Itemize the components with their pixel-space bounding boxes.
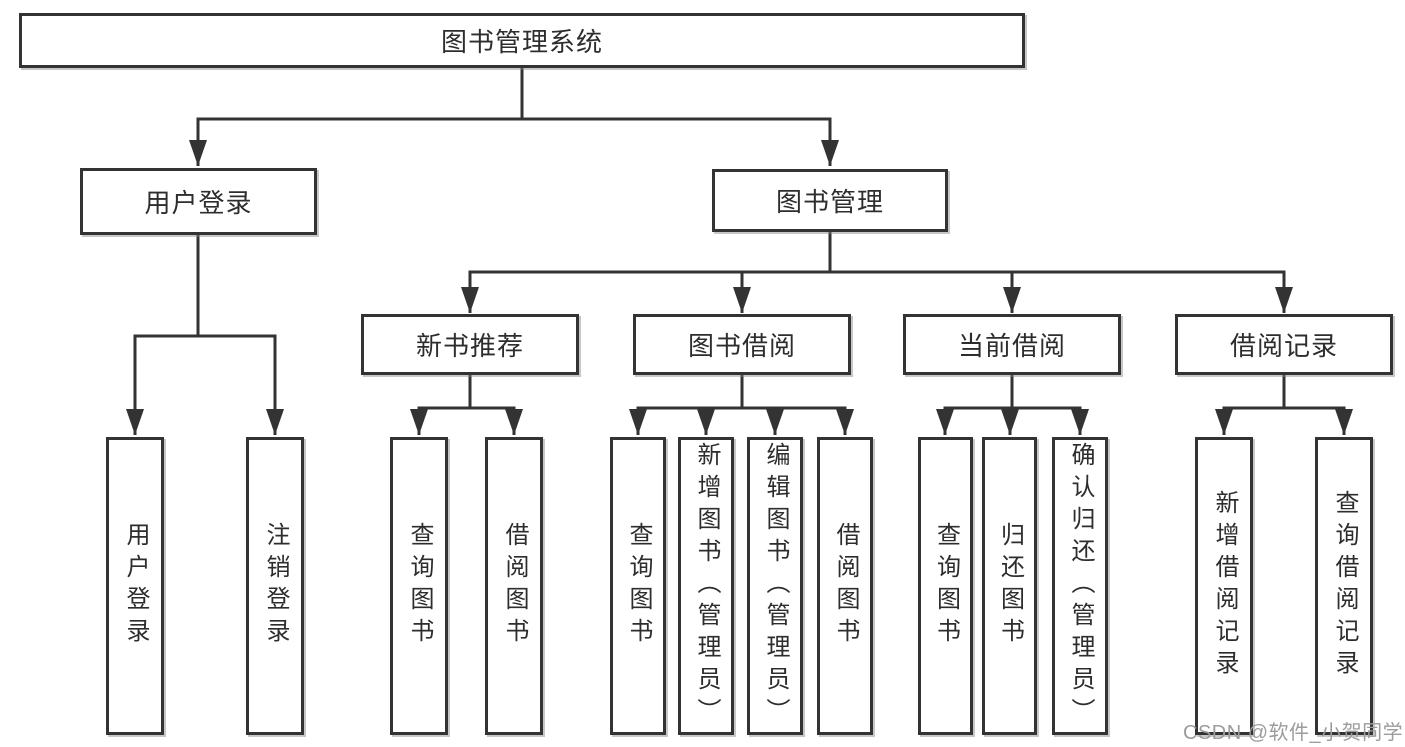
leaf-query-books-current: 查询图书 (918, 437, 973, 735)
node-book-management: 图书管理 (712, 169, 948, 232)
leaf-borrow-books: 借阅图书 (817, 437, 873, 735)
leaf-logout: 注销登录 (246, 437, 304, 735)
node-new-book-recommend: 新书推荐 (361, 314, 579, 375)
node-book-borrow-label: 图书借阅 (687, 331, 796, 361)
leaf-query-books-borrow-label: 查询图书 (625, 522, 652, 650)
leaf-user-login-label: 用户登录 (122, 522, 149, 650)
leaf-query-books-current-label: 查询图书 (932, 522, 960, 650)
leaf-add-borrow-record-label: 新增借阅记录 (1211, 490, 1238, 682)
leaf-return-books-label: 归还图书 (996, 522, 1024, 650)
leaf-confirm-return-admin: 确认归还（管理员） (1052, 437, 1108, 735)
leaf-add-borrow-record: 新增借阅记录 (1195, 437, 1253, 735)
leaf-add-books-admin: 新增图书（管理员） (678, 437, 734, 735)
watermark-text: CSDN @软件_小贺同学 (1183, 722, 1404, 744)
node-borrow-records-label: 借阅记录 (1229, 331, 1338, 361)
node-book-management-label: 图书管理 (775, 187, 884, 217)
leaf-user-login: 用户登录 (106, 437, 164, 735)
leaf-query-books-recommend-label: 查询图书 (406, 522, 433, 650)
leaf-edit-books-admin-label: 编辑图书（管理员） (762, 442, 789, 730)
leaf-borrow-books-label: 借阅图书 (832, 522, 859, 650)
node-borrow-records: 借阅记录 (1175, 314, 1393, 375)
leaf-query-books-recommend: 查询图书 (390, 437, 448, 735)
leaf-borrow-books-recommend: 借阅图书 (485, 437, 543, 735)
leaf-query-books-borrow: 查询图书 (610, 437, 666, 735)
node-current-borrow: 当前借阅 (903, 314, 1121, 375)
node-user-login-label: 用户登录 (144, 188, 253, 218)
leaf-confirm-return-admin-label: 确认归还（管理员） (1067, 442, 1094, 730)
node-user-login: 用户登录 (80, 168, 317, 235)
leaf-return-books: 归还图书 (982, 437, 1037, 735)
leaf-edit-books-admin: 编辑图书（管理员） (747, 437, 803, 735)
node-library-management-system-label: 图书管理系统 (440, 27, 603, 57)
node-book-borrow: 图书借阅 (633, 314, 851, 375)
leaf-add-books-admin-label: 新增图书（管理员） (693, 442, 720, 730)
node-current-borrow-label: 当前借阅 (957, 331, 1066, 361)
leaf-logout-label: 注销登录 (262, 522, 289, 650)
leaf-query-borrow-record-label: 查询借阅记录 (1331, 490, 1358, 682)
leaf-query-borrow-record: 查询借阅记录 (1315, 437, 1373, 735)
node-library-management-system: 图书管理系统 (19, 13, 1025, 68)
leaf-borrow-books-recommend-label: 借阅图书 (501, 522, 528, 650)
node-new-book-recommend-label: 新书推荐 (415, 331, 524, 361)
